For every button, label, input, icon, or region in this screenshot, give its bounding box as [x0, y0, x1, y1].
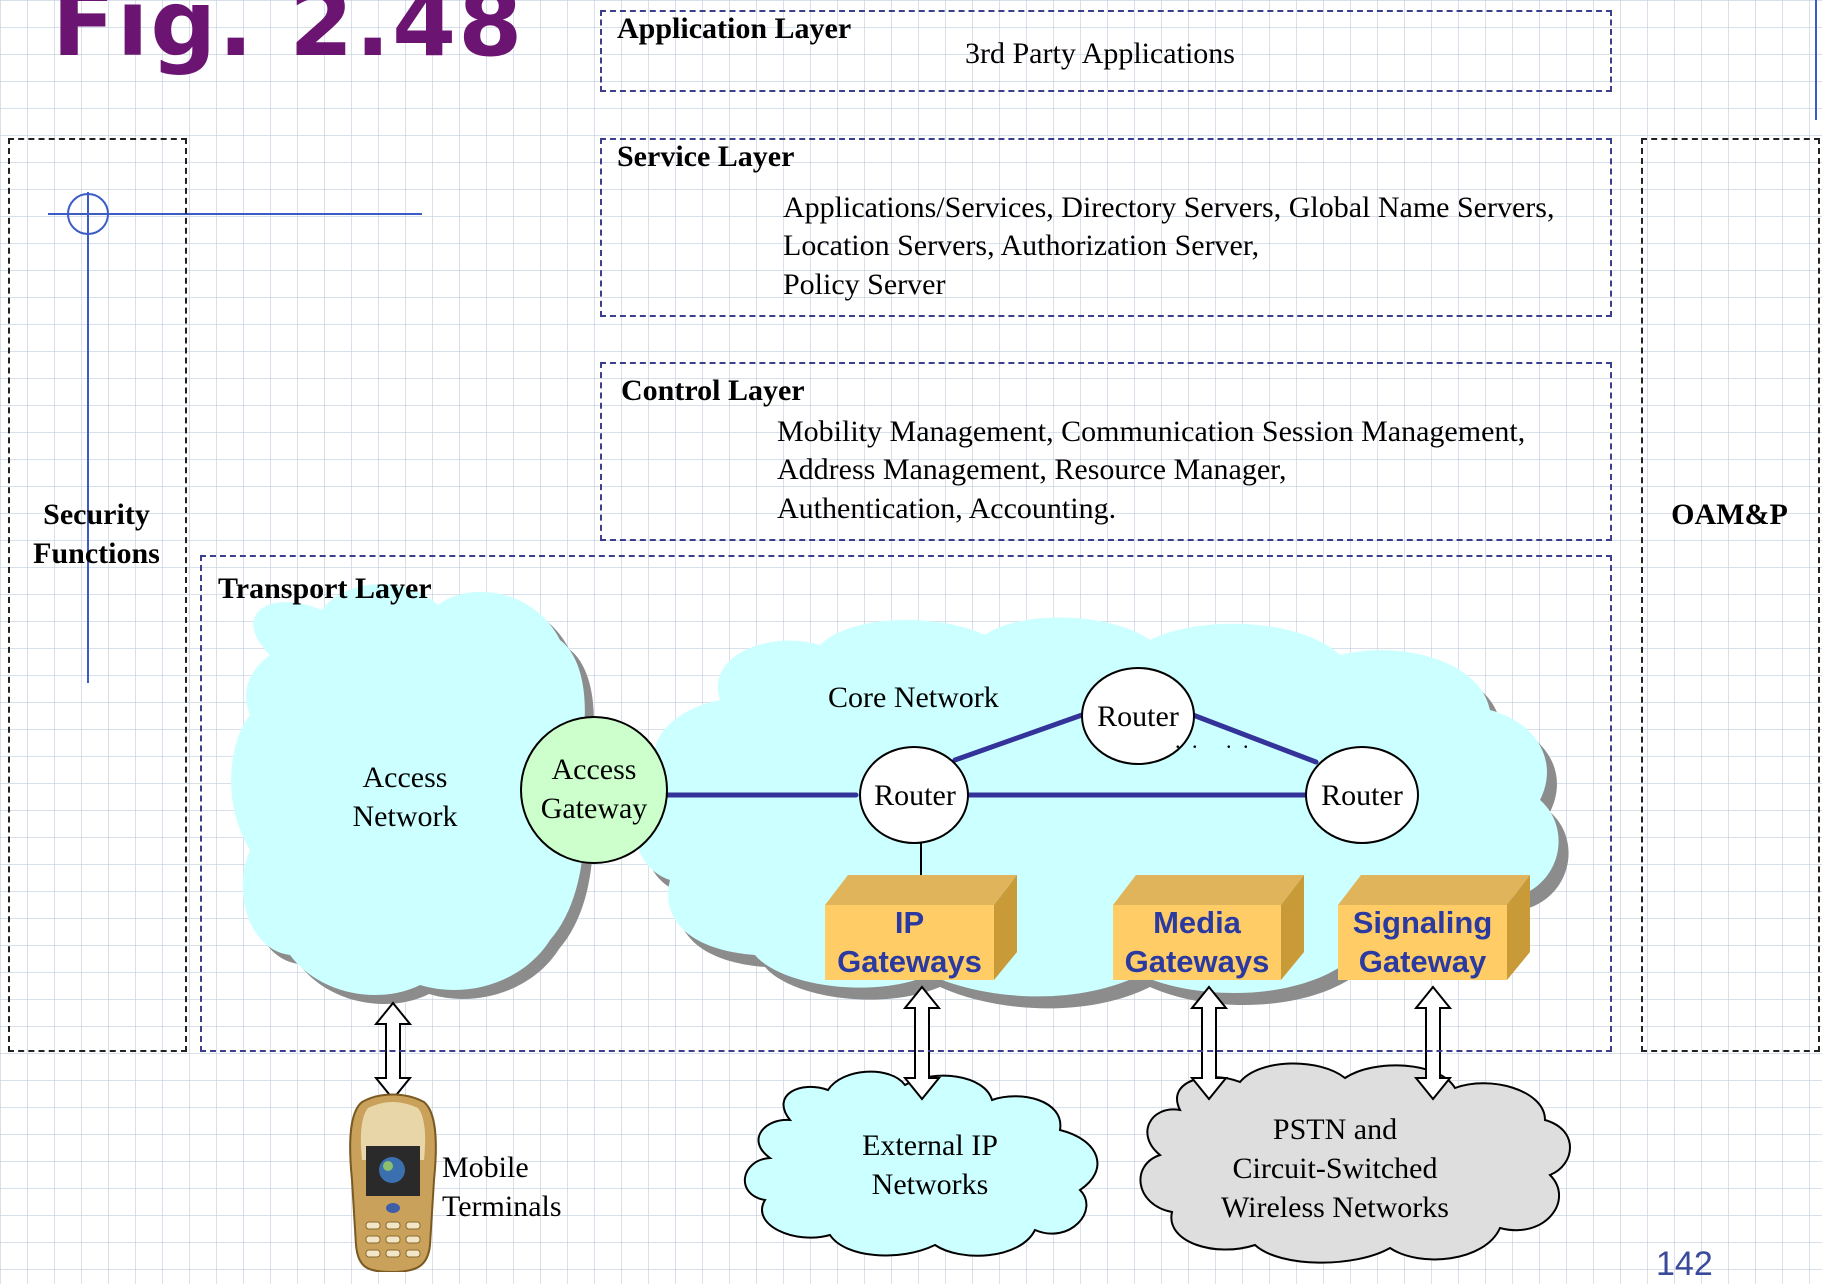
router-left-node	[859, 746, 969, 844]
pstn-line-2: Circuit-Switched	[1232, 1152, 1438, 1185]
access-gateway-label: Access Gateway	[520, 750, 668, 828]
application-layer-box	[600, 10, 1612, 92]
media-gateways-line-1: Media	[1153, 905, 1241, 940]
access-network-cloud	[231, 584, 594, 1004]
transport-layer-box	[200, 555, 1612, 1052]
router-right-node	[1305, 746, 1419, 844]
access-network-line-2: Network	[352, 800, 458, 833]
service-layer-line-1: Applications/Services, Directory Servers…	[783, 191, 1555, 224]
router-top-node	[1081, 667, 1195, 765]
figure-title: Fig. 2.48	[52, 0, 525, 77]
external-ip-line-2: Networks	[871, 1168, 989, 1201]
mobile-phone-icon	[349, 1093, 437, 1272]
signaling-gateway-box	[1338, 875, 1530, 980]
ip-gateways-label: IP Gateways	[825, 903, 994, 981]
external-ip-line-1: External IP	[862, 1129, 998, 1162]
page-number: 142	[1656, 1245, 1713, 1283]
access-network-label: Access Network	[300, 758, 510, 836]
security-functions-panel	[8, 138, 187, 1052]
control-layer-line-1: Mobility Management, Communication Sessi…	[777, 415, 1526, 448]
security-functions-label: Security Functions	[8, 495, 185, 573]
access-gateway-line-1: Access	[551, 753, 637, 786]
signaling-gateway-line-2: Gateway	[1358, 944, 1487, 979]
router-right-label: Router	[1321, 779, 1403, 812]
control-layer-line-3: Authentication, Accounting.	[777, 492, 1117, 525]
external-ip-label: External IP Networks	[820, 1126, 1040, 1204]
ip-gateways-line-1: IP	[894, 905, 925, 940]
access-network-line-1: Access	[362, 761, 448, 794]
service-layer-line-2: Location Servers, Authorization Server,	[783, 229, 1260, 262]
link-left-top	[952, 712, 1085, 763]
media-gateways-label: Media Gateways	[1113, 903, 1281, 981]
pstn-label: PSTN and Circuit-Switched Wireless Netwo…	[1185, 1110, 1485, 1227]
signaling-gateway-label: Signaling Gateway	[1338, 903, 1507, 981]
service-layer-title: Service Layer	[617, 140, 795, 173]
access-gateway-line-2: Gateway	[540, 792, 648, 825]
crosshair-decoration	[48, 192, 422, 683]
transport-layer-title: Transport Layer	[218, 572, 432, 605]
service-layer-line-3: Policy Server	[783, 268, 946, 301]
link-top-right	[1190, 712, 1319, 765]
arrow-mediagw-pstn	[1189, 985, 1229, 1101]
ip-gateways-line-2: Gateways	[837, 944, 982, 979]
media-gateways-line-2: Gateways	[1124, 944, 1270, 979]
control-layer-title: Control Layer	[621, 374, 805, 407]
external-ip-cloud	[744, 1070, 1099, 1257]
arrow-ipgw-external	[902, 985, 942, 1101]
control-layer-line-2: Address Management, Resource Manager,	[777, 453, 1287, 486]
core-network-label: Core Network	[828, 681, 999, 714]
service-layer-box	[600, 138, 1612, 317]
pstn-line-1: PSTN and	[1272, 1113, 1398, 1146]
mobile-terminals-line-2: Terminals	[442, 1190, 562, 1223]
security-label-line-1: Security	[43, 498, 150, 531]
arrow-signalinggw-pstn	[1413, 985, 1453, 1101]
application-layer-text: 3rd Party Applications	[965, 37, 1235, 70]
router-top-label: Router	[1097, 700, 1179, 733]
router-ellipsis: . . . .	[1175, 728, 1252, 753]
oamp-panel	[1641, 138, 1820, 1052]
oamp-label: OAM&P	[1671, 498, 1788, 531]
pstn-cloud	[1139, 1062, 1571, 1264]
security-label-line-2: Functions	[33, 537, 160, 570]
router-left-label: Router	[874, 779, 956, 812]
control-layer-box	[600, 362, 1612, 541]
media-gateways-box	[1113, 875, 1304, 980]
mobile-terminals-line-1: Mobile	[442, 1151, 529, 1184]
mobile-terminals-label: Mobile Terminals	[442, 1148, 562, 1226]
pstn-line-3: Wireless Networks	[1221, 1191, 1449, 1224]
signaling-gateway-line-1: Signaling	[1352, 905, 1493, 940]
access-gateway-node	[520, 716, 668, 864]
ip-gateways-box	[825, 875, 1017, 980]
application-layer-title: Application Layer	[617, 12, 852, 45]
core-links	[645, 712, 1319, 798]
